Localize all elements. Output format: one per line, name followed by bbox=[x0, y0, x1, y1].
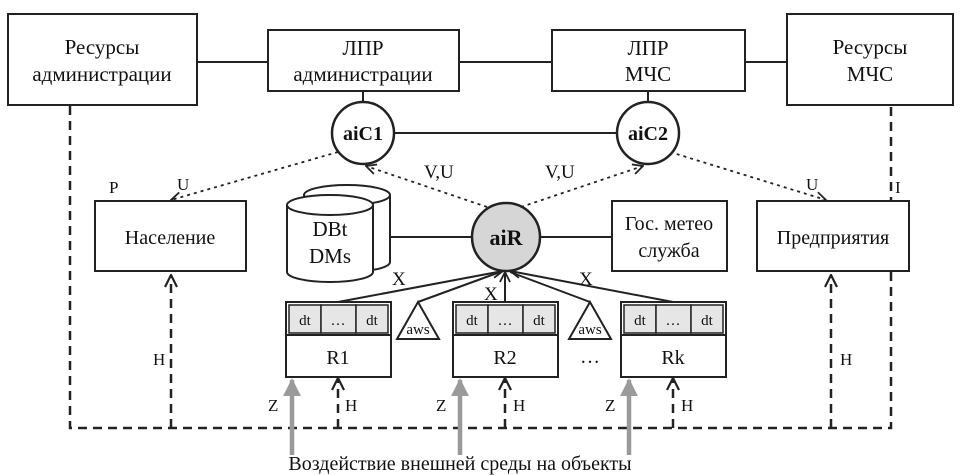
aws-station-2: aws bbox=[567, 299, 613, 340]
aws2-label: aws bbox=[578, 322, 601, 338]
rk-cell-1: dt bbox=[634, 313, 647, 329]
meteo-line1: Гос. метео bbox=[625, 213, 713, 235]
label-h-r1: H bbox=[345, 396, 357, 415]
resources-mchs-line1: Ресурсы bbox=[833, 35, 908, 59]
label-x-middle: X bbox=[484, 284, 498, 305]
r2-label: R2 bbox=[493, 347, 516, 369]
edge-labels: P U U I V,U V,U X X X H H H H H Z Z Z bbox=[109, 162, 901, 415]
label-u-population: U bbox=[177, 175, 189, 194]
caption: Воздействие внешней среды на объекты bbox=[288, 453, 631, 475]
recorder-rk: dt … dt Rk bbox=[620, 301, 727, 378]
recorder-r1: dt … dt R1 bbox=[285, 301, 392, 378]
r1-label: R1 bbox=[326, 347, 349, 369]
lpr-mchs-line2: МЧС bbox=[625, 62, 671, 86]
node-aic2: aiC2 bbox=[615, 100, 681, 166]
lpr-mchs-line1: ЛПР bbox=[627, 36, 668, 60]
box-enterprises: Предприятия bbox=[756, 200, 910, 272]
enterprises-label: Предприятия bbox=[777, 227, 889, 249]
label-i: I bbox=[895, 178, 901, 197]
arrow-r1-air bbox=[337, 271, 503, 303]
label-z-rk: Z bbox=[605, 396, 615, 415]
recorder-r2: dt … dt R2 bbox=[452, 301, 559, 378]
dotted-arrow-aic2-enterprises bbox=[669, 151, 826, 200]
arrow-rk-air bbox=[510, 271, 674, 303]
line-aws1-air bbox=[417, 271, 501, 303]
label-z-r1: Z bbox=[268, 396, 278, 415]
label-x-right: X bbox=[579, 269, 593, 290]
r1-cell-3: dt bbox=[366, 313, 379, 329]
box-lpr-mchs: ЛПР МЧС bbox=[551, 29, 746, 92]
label-h-enterprises: H bbox=[840, 350, 852, 369]
aic2-label: aiC2 bbox=[628, 123, 668, 145]
box-meteo: Гос. метео служба bbox=[611, 200, 728, 272]
dotted-arrow-air-aic2 bbox=[520, 166, 643, 208]
r2-cell-1: dt bbox=[466, 313, 479, 329]
recorders-ellipsis: … bbox=[580, 346, 600, 368]
lpr-admin-line1: ЛПР bbox=[342, 36, 383, 60]
r1-cell-2: … bbox=[331, 313, 346, 329]
aws1-label: aws bbox=[406, 322, 429, 338]
dotted-arrow-aic1-population bbox=[171, 151, 339, 200]
node-aic1: aiC1 bbox=[330, 100, 396, 166]
label-h-r2: H bbox=[513, 396, 525, 415]
box-lpr-admin: ЛПР администрации bbox=[267, 29, 460, 92]
lpr-admin-line2: администрации bbox=[293, 62, 432, 86]
rk-cell-3: dt bbox=[701, 313, 714, 329]
database-line2: DMs bbox=[309, 244, 351, 268]
box-resources-mchs: Ресурсы МЧС bbox=[786, 13, 954, 106]
database-icon: DBt DMs bbox=[286, 184, 391, 283]
meteo-line2: служба bbox=[638, 240, 699, 262]
aic1-label: aiC1 bbox=[343, 123, 383, 145]
label-p: P bbox=[109, 178, 118, 197]
resources-mchs-line2: МЧС bbox=[847, 62, 893, 86]
resources-admin-line1: Ресурсы bbox=[65, 35, 140, 59]
r1-cell-1: dt bbox=[299, 313, 312, 329]
label-h-rk: H bbox=[681, 396, 693, 415]
rk-label: Rk bbox=[661, 347, 684, 369]
label-z-r2: Z bbox=[436, 396, 446, 415]
population-label: Население bbox=[125, 227, 216, 249]
box-resources-admin: Ресурсы администрации bbox=[7, 13, 198, 106]
aws-station-1: aws bbox=[395, 299, 441, 340]
label-u-enterprises: U bbox=[806, 175, 818, 194]
r2-cell-2: … bbox=[498, 313, 513, 329]
r2-cell-3: dt bbox=[533, 313, 546, 329]
dotted-arrow-air-aic1 bbox=[366, 166, 488, 208]
label-h-population: H bbox=[153, 350, 165, 369]
line-aws2-air bbox=[509, 271, 591, 303]
resources-admin-line2: администрации bbox=[32, 62, 171, 86]
label-vu-left: V,U bbox=[424, 162, 454, 183]
node-air: aiR bbox=[470, 201, 542, 273]
database-line1: DBt bbox=[312, 217, 347, 241]
air-label: aiR bbox=[490, 225, 524, 250]
label-x-left: X bbox=[392, 269, 406, 290]
rk-cell-2: … bbox=[666, 313, 681, 329]
label-vu-right: V,U bbox=[545, 162, 575, 183]
box-population: Население bbox=[94, 200, 247, 272]
